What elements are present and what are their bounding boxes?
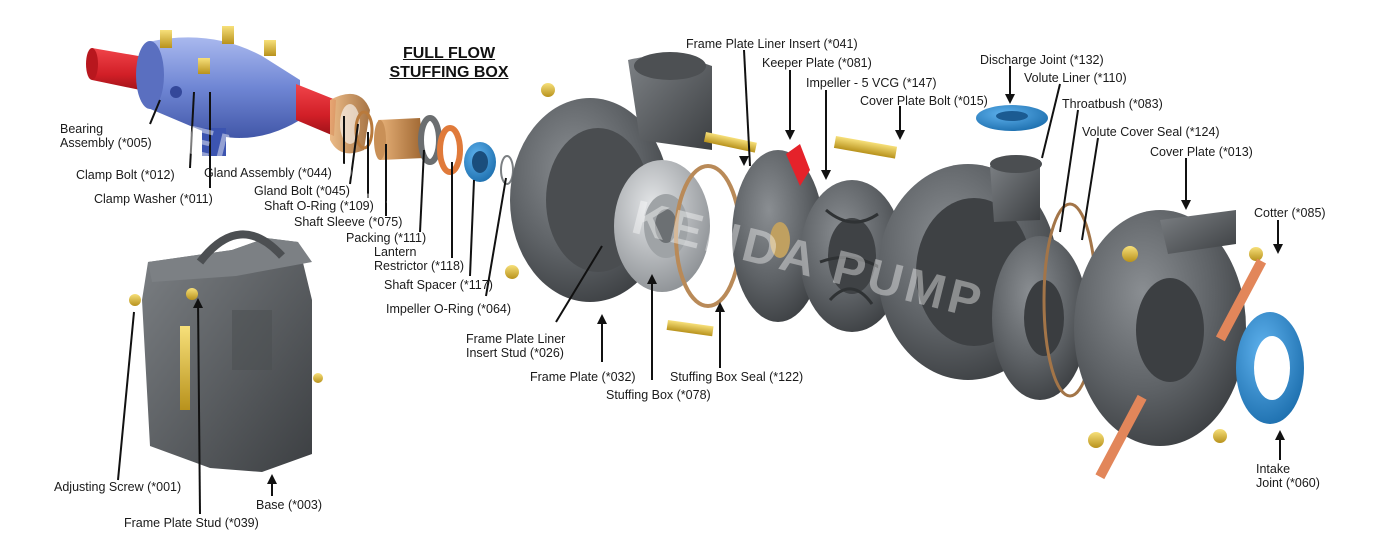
label-frame-plate: Frame Plate (*032) (530, 370, 636, 384)
discharge-joint (976, 105, 1048, 131)
frame-plate-liner-insert (732, 150, 824, 322)
leader-adjusting-screw (117, 311, 135, 481)
leader-packing (419, 149, 425, 233)
cover-plate (1074, 210, 1263, 448)
section-heading: FULL FLOW STUFFING BOX (384, 44, 514, 82)
leader-impeller-oring (485, 177, 507, 297)
label-packing: Packing (*111) (346, 231, 427, 245)
label-bearing-assembly: Bearing Assembly (*005) (60, 122, 152, 150)
impeller-oring (500, 155, 514, 185)
label-lantern-restrictor: Lantern Restrictor (*118) (374, 245, 465, 273)
leader-fpl-insert-stud (555, 245, 603, 323)
label-fpl-insert-stud: Frame Plate Liner Insert Stud (*026) (466, 332, 566, 360)
label-clamp-washer: Clamp Washer (*011) (94, 192, 213, 206)
leader-volute-liner (1041, 83, 1061, 159)
label-fpl-insert: Frame Plate Liner Insert (*041) (686, 37, 858, 51)
label-impeller-oring: Impeller O-Ring (*064) (386, 302, 512, 316)
shaft-spacer (464, 142, 496, 182)
label-volute-cover-seal: Volute Cover Seal (*124) (1082, 125, 1220, 139)
heading-line-1: FULL FLOW (402, 45, 496, 62)
leader-volute-cover-seal (1081, 137, 1099, 241)
cotter (1095, 258, 1267, 480)
pump-base (129, 230, 323, 472)
leader-throatbush (1059, 109, 1079, 233)
label-cotter: Cotter (*085) (1254, 206, 1326, 220)
label-volute-liner: Volute Liner (*110) (1024, 71, 1127, 85)
label-stuffing-box-seal: Stuffing Box Seal (*122) (670, 370, 804, 384)
impeller (800, 180, 904, 332)
leader-shaft-spacer (469, 179, 475, 277)
label-discharge-joint: Discharge Joint (*132) (980, 53, 1104, 67)
label-base: Base (*003) (256, 498, 323, 512)
shaft-sleeve (374, 118, 424, 160)
lantern-restrictor (437, 125, 463, 175)
label-keeper-plate: Keeper Plate (*081) (762, 56, 872, 70)
label-shaft-spacer: Shaft Spacer (*117) (384, 278, 493, 292)
leader-frame-plate-stud (197, 299, 201, 515)
label-adjusting-screw: Adjusting Screw (*001) (54, 480, 182, 494)
label-intake-joint: Intake Joint (*060) (1256, 462, 1320, 490)
leader-clamp-bolt (189, 91, 195, 169)
leader-fpl-insert (743, 49, 751, 167)
label-cover-plate: Cover Plate (*013) (1150, 145, 1253, 159)
leader-lines (117, 49, 1281, 515)
leader-gland-bolt (349, 123, 359, 185)
keeper-plate (786, 144, 810, 186)
label-throatbush: Throatbush (*083) (1062, 97, 1163, 111)
label-gland-bolt: Gland Bolt (*045) (254, 184, 350, 198)
heading-line-2: STUFFING BOX (389, 64, 509, 81)
frame-plate-liner-insert-stud (666, 131, 757, 337)
label-shaft-sleeve: Shaft Sleeve (*075) (294, 215, 403, 229)
label-shaft-oring: Shaft O-Ring (*109) (264, 199, 374, 213)
intake-joint (1236, 312, 1304, 424)
bearing-assembly (86, 26, 336, 156)
arrow-heads (193, 94, 1285, 484)
label-cover-plate-bolt: Cover Plate Bolt (*015) (860, 94, 988, 108)
cover-plate-bolt (833, 136, 898, 159)
label-frame-plate-stud: Frame Plate Stud (*039) (124, 516, 259, 530)
label-gland-assembly: Gland Assembly (*044) (204, 166, 332, 180)
throatbush (992, 236, 1088, 400)
leader-bearing (149, 99, 161, 125)
shaft-oring (354, 110, 374, 150)
label-impeller: Impeller - 5 VCG (*147) (806, 76, 937, 90)
label-clamp-bolt: Clamp Bolt (*012) (76, 168, 175, 182)
gland-assembly (330, 93, 370, 154)
label-stuffing-box: Stuffing Box (*078) (606, 388, 711, 402)
